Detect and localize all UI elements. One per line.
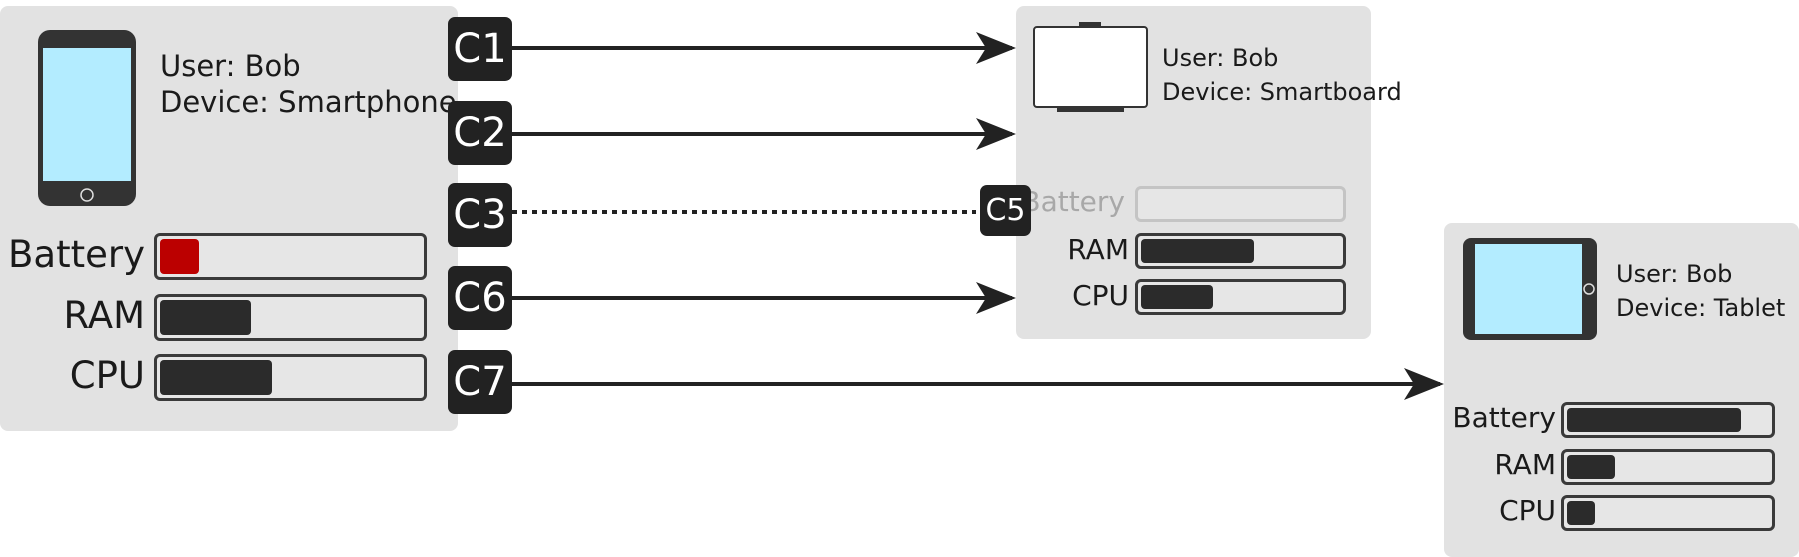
smartphone-icon	[38, 30, 136, 206]
smartboard-info: User: Bob Device: Smartboard	[1162, 42, 1402, 109]
smartphone-ram-bar	[154, 294, 427, 341]
smartboard-user: User: Bob	[1162, 44, 1279, 72]
smartphone-device: Device: Smartphone	[160, 85, 457, 120]
tablet-cpu-fill	[1567, 501, 1596, 525]
smartboard-cpu-label: CPU	[1072, 279, 1129, 312]
smartboard-ram-label: RAM	[1067, 233, 1129, 266]
tablet-device: Device: Tablet	[1616, 293, 1786, 322]
tablet-ram-bar	[1561, 449, 1775, 485]
smartboard-battery-label: Battery	[1021, 185, 1125, 218]
tablet-cpu-bar	[1561, 495, 1775, 531]
tablet-battery-label: Battery	[1452, 401, 1556, 434]
smartphone-cpu-label: CPU	[69, 354, 145, 397]
connection-badge-c1: C1	[448, 17, 512, 81]
connection-badge-c3: C3	[448, 183, 512, 247]
tablet-info: User: Bob Device: Tablet	[1616, 258, 1785, 325]
smartboard-ram-bar	[1135, 233, 1346, 269]
tablet-battery-bar	[1561, 402, 1775, 438]
smartphone-cpu-fill	[160, 360, 273, 395]
connection-badge-c6: C6	[448, 266, 512, 330]
smartphone-battery-bar	[154, 233, 427, 280]
tablet-icon	[1463, 238, 1597, 340]
tablet-ram-label: RAM	[1494, 448, 1556, 481]
smartphone-ram-fill	[160, 300, 252, 335]
smartboard-cpu-fill	[1141, 285, 1213, 309]
tablet-user: User: Bob	[1616, 260, 1733, 288]
connection-badge-c7: C7	[448, 350, 512, 414]
smartboard-battery-bar	[1135, 186, 1346, 222]
smartphone-battery-label: Battery	[8, 233, 145, 276]
smartboard-ram-fill	[1141, 239, 1255, 263]
connection-badge-c5: C5	[980, 185, 1031, 236]
smartphone-cpu-bar	[154, 354, 427, 401]
smartphone-user: User: Bob	[160, 49, 301, 83]
smartphone-battery-fill	[160, 239, 200, 274]
smartphone-info: User: Bob Device: Smartphone	[160, 48, 457, 121]
smartboard-cpu-bar	[1135, 279, 1346, 315]
smartboard-device: Device: Smartboard	[1162, 77, 1402, 106]
smartphone-ram-label: RAM	[63, 294, 145, 337]
tablet-cpu-label: CPU	[1499, 494, 1556, 527]
tablet-ram-fill	[1567, 455, 1616, 479]
connection-badge-c2: C2	[448, 101, 512, 165]
smartboard-icon	[1033, 22, 1148, 112]
tablet-battery-fill	[1567, 408, 1741, 432]
